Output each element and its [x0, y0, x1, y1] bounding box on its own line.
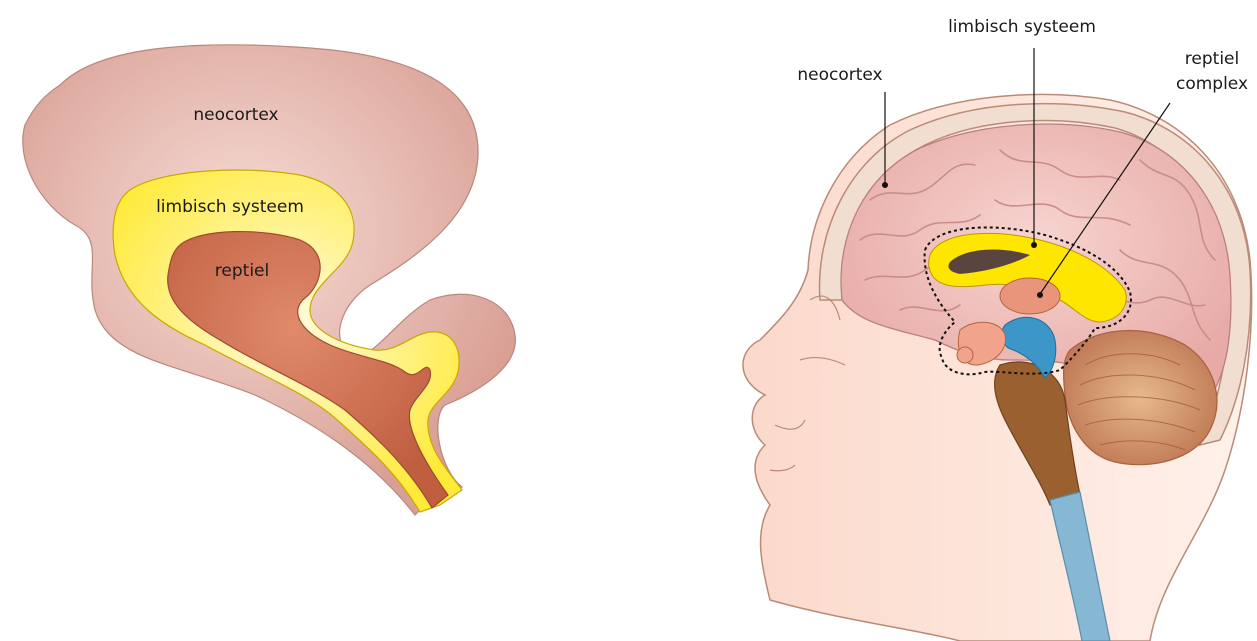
pointer-neocortex-dot	[882, 182, 888, 188]
right-reptile-label-line1: reptiel	[1185, 49, 1239, 69]
right-diagram: neocortex limbisch systeem reptiel compl…	[743, 17, 1252, 641]
right-reptile-label-line2: complex	[1176, 74, 1248, 94]
pointer-reptile-dot	[1037, 292, 1043, 298]
pituitary	[957, 347, 973, 363]
thalamus	[1000, 278, 1060, 314]
right-neocortex-label: neocortex	[797, 65, 882, 85]
left-neocortex-label: neocortex	[193, 105, 278, 125]
right-limbic-label: limbisch systeem	[948, 17, 1096, 37]
pointer-limbic-dot	[1031, 242, 1037, 248]
left-limbic-label: limbisch systeem	[156, 197, 304, 217]
left-reptile-label: reptiel	[215, 261, 269, 281]
left-diagram: neocortex limbisch systeem reptiel	[23, 45, 516, 515]
